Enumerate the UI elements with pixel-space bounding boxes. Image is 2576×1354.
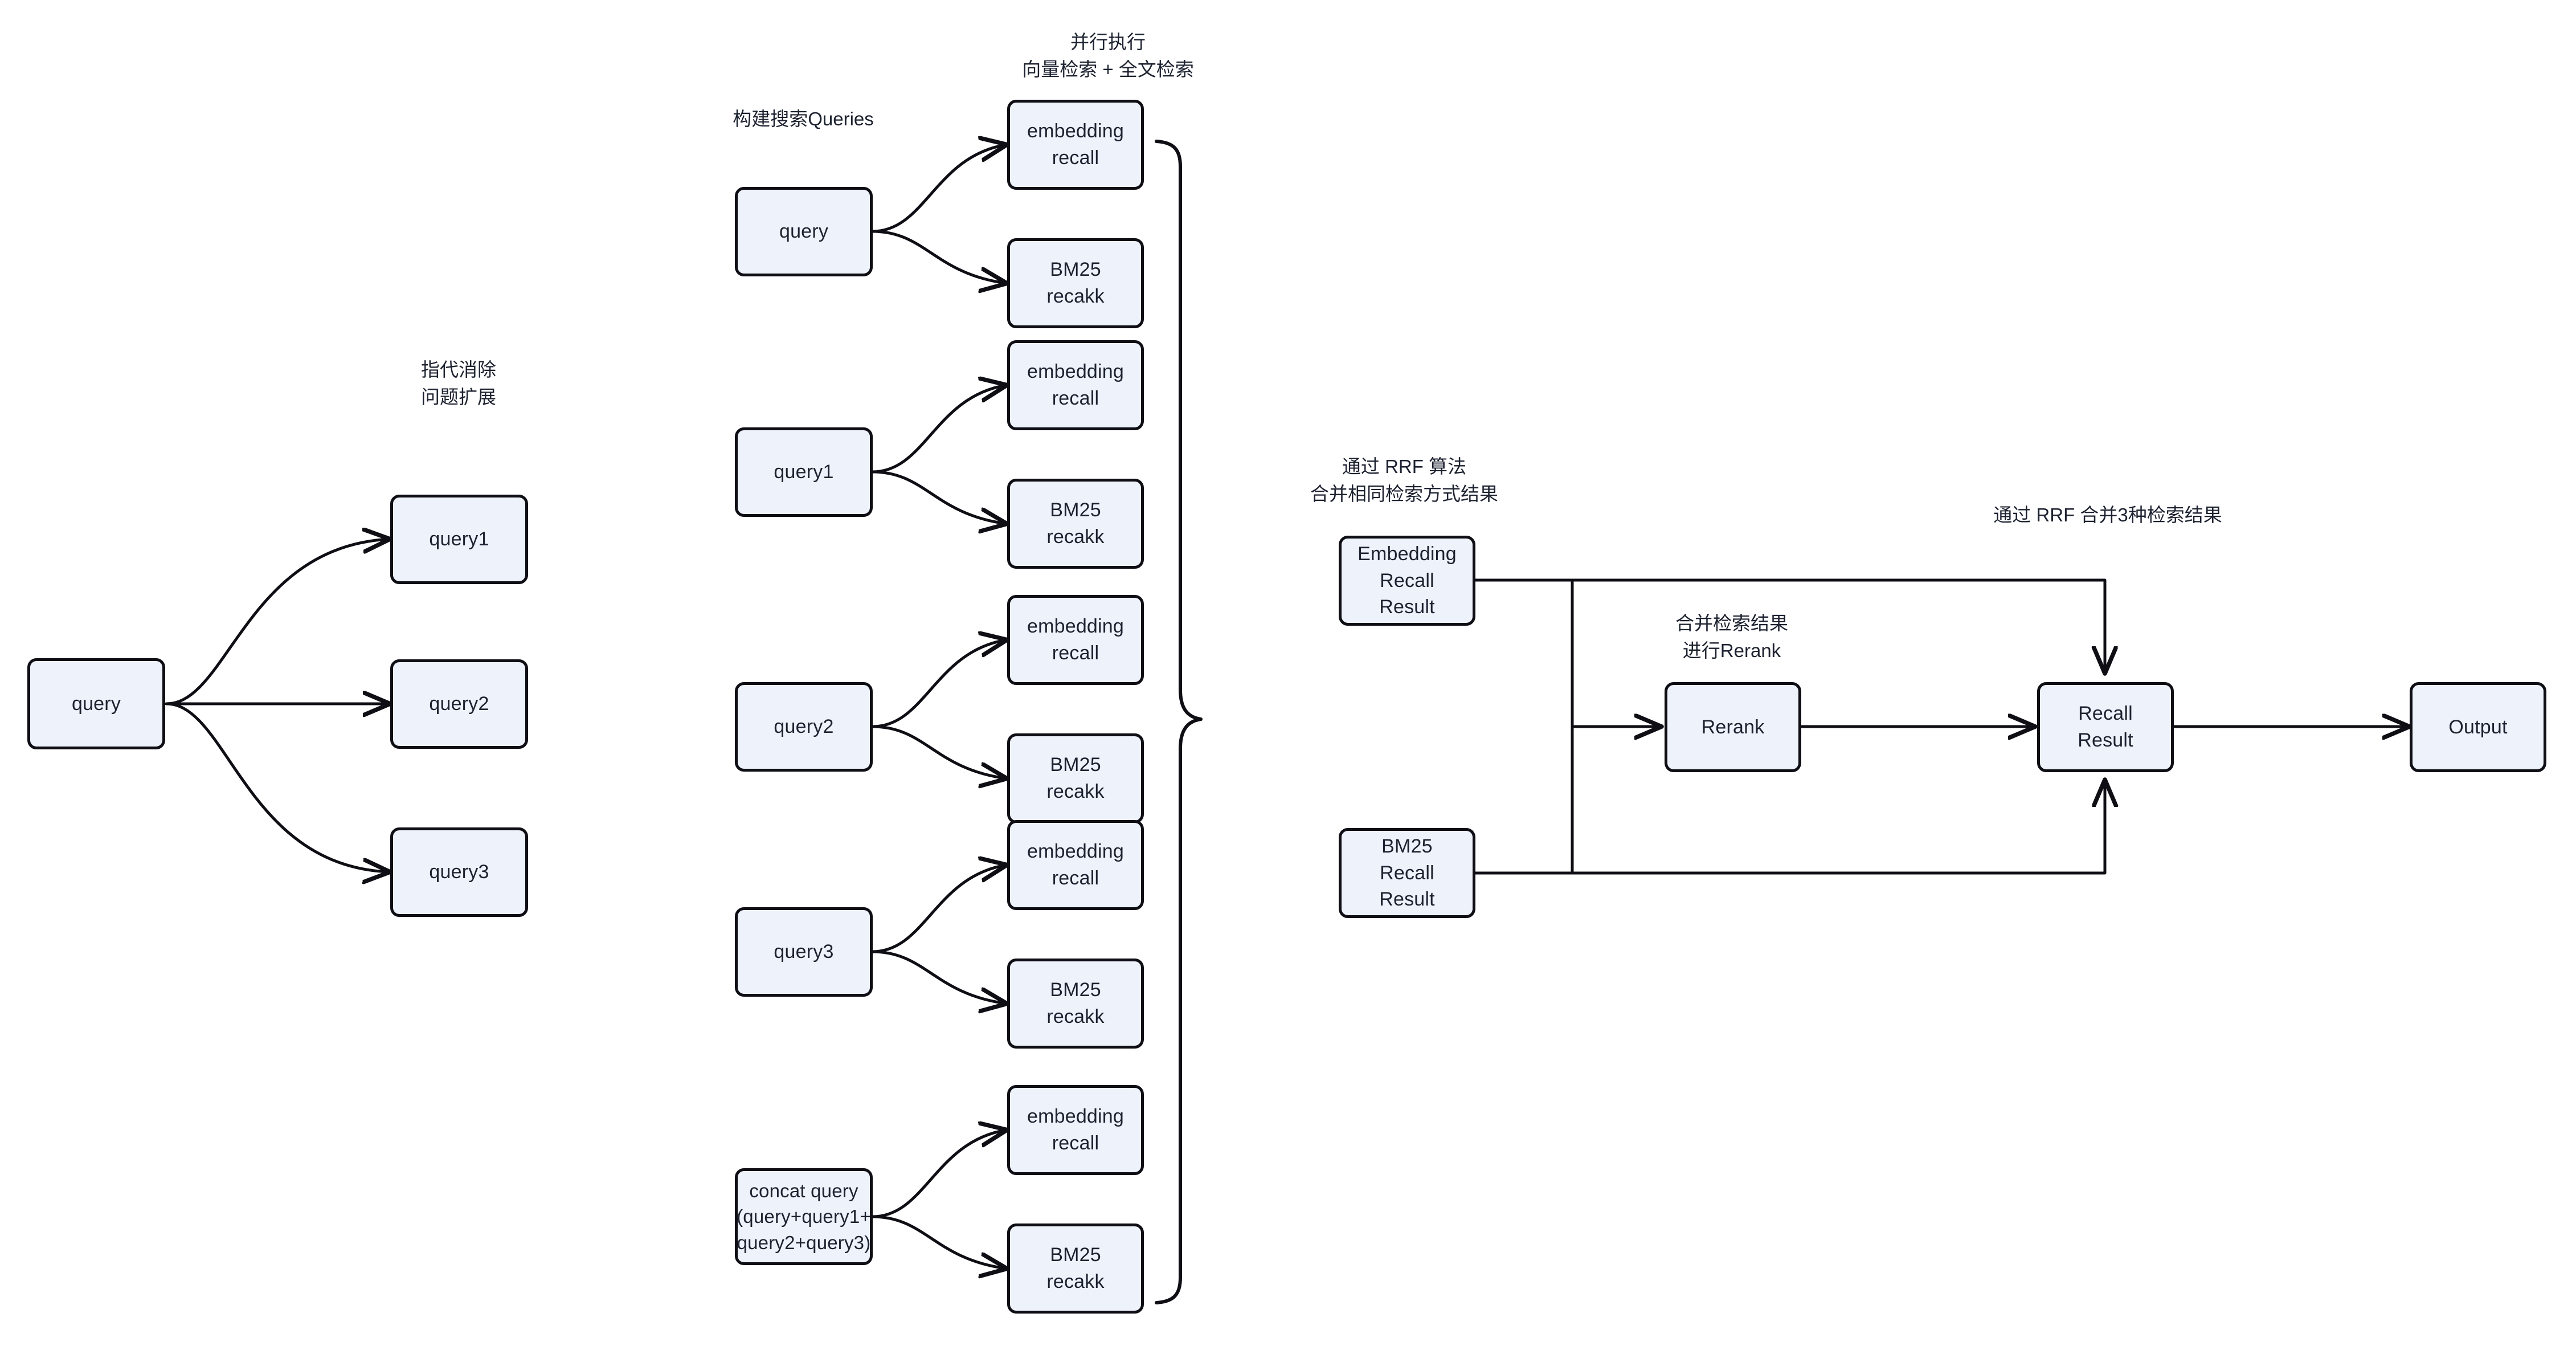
node-bm25-recall-1[interactable]: BM25 recakk [1007,479,1144,569]
node-bm25-recall-0[interactable]: BM25 recakk [1007,238,1144,328]
node-expanded-query2[interactable]: query2 [390,659,528,749]
node-search-query-concat[interactable]: concat query (query+query1+ query2+query… [735,1168,873,1265]
node-search-query-0[interactable]: query [735,187,873,276]
caption-build-queries: 构建搜索Queries [733,108,874,129]
node-rerank[interactable]: Rerank [1665,682,1801,772]
node-bm25-recall-4[interactable]: BM25 recakk [1007,1224,1144,1314]
node-output[interactable]: Output [2410,682,2546,772]
node-embedding-recall-0[interactable]: embedding recall [1007,100,1144,190]
node-bm25-recall-result[interactable]: BM25 Recall Result [1339,828,1475,918]
node-search-query-1[interactable]: query1 [735,427,873,517]
caption-rrf-three-results: 通过 RRF 合并3种检索结果 [1993,504,2222,525]
node-search-query-3[interactable]: query3 [735,907,873,997]
node-embedding-recall-2[interactable]: embedding recall [1007,595,1144,685]
node-source-query[interactable]: query [27,658,165,749]
node-search-query-2[interactable]: query2 [735,682,873,772]
caption-parallel-exec: 并行执行 向量检索 + 全文检索 [1022,31,1194,80]
node-expanded-query1[interactable]: query1 [390,495,528,584]
node-embedding-recall-1[interactable]: embedding recall [1007,340,1144,430]
node-bm25-recall-2[interactable]: BM25 recakk [1007,733,1144,823]
node-embedding-recall-3[interactable]: embedding recall [1007,820,1144,910]
node-expanded-query3[interactable]: query3 [390,827,528,917]
caption-rrf-same-mode: 通过 RRF 算法 合并相同检索方式结果 [1310,456,1498,504]
node-bm25-recall-3[interactable]: BM25 recakk [1007,959,1144,1049]
node-recall-result[interactable]: Recall Result [2037,682,2174,772]
caption-query-rewrite: 指代消除 问题扩展 [421,359,496,407]
node-embedding-recall-result[interactable]: Embedding Recall Result [1339,536,1475,626]
caption-merge-rerank: 合并检索结果 进行Rerank [1675,613,1788,661]
node-embedding-recall-4[interactable]: embedding recall [1007,1085,1144,1175]
